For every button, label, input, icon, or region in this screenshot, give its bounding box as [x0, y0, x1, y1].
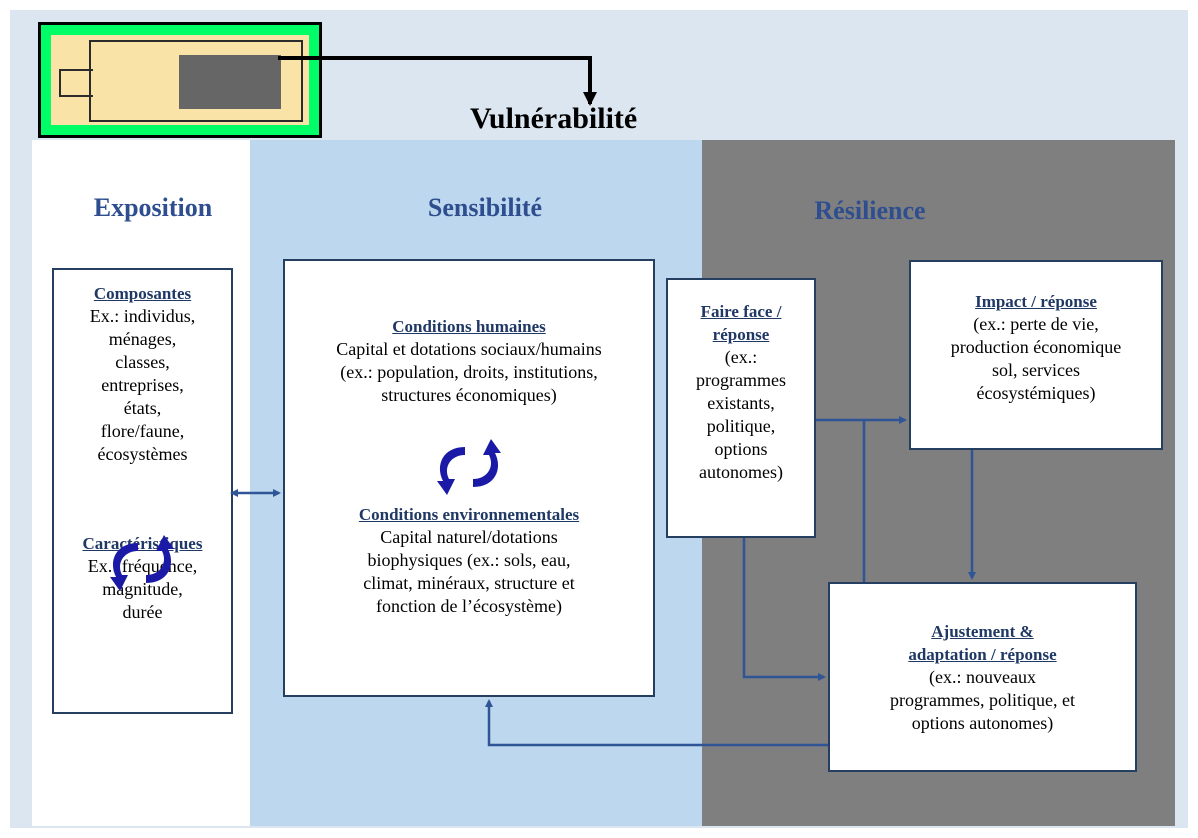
impact-line: production économique: [950, 337, 1122, 357]
ajustement-heading: adaptation / réponse: [908, 645, 1057, 664]
title-pointer-arrow: [278, 56, 597, 106]
thumbnail-core: [179, 55, 281, 109]
ajustement-line: (ex.: nouveaux: [929, 667, 1036, 687]
cycle-icon: [110, 535, 174, 591]
faire-face-line: programmes: [696, 370, 786, 390]
exposition-line: classes,: [115, 352, 170, 372]
exposition-line: durée: [122, 602, 163, 622]
faire-face-line: existants,: [707, 393, 775, 413]
sensibilite-line: climat, minéraux, structure et: [363, 573, 575, 593]
sensibilite-line: (ex.: population, droits, institutions,: [340, 362, 598, 382]
exposition-line: écosystèmes: [97, 444, 188, 464]
faire-face-line: politique,: [706, 416, 776, 436]
impact-line: sol, services: [992, 360, 1080, 380]
ajustement-line: options autonomes): [911, 713, 1054, 733]
sensibilite-box: Conditions humaines Capital et dotations…: [283, 259, 655, 697]
faire-face-line: autonomes): [699, 462, 783, 482]
sensibilite-line: structures économiques): [381, 385, 557, 405]
sensibilite-line: fonction de l’écosystème): [376, 596, 562, 616]
impact-line: écosystémiques): [976, 383, 1096, 403]
sensibilite-line: Capital et dotations sociaux/humains: [336, 339, 602, 359]
conditions-humaines-heading: Conditions humaines: [392, 317, 546, 336]
ajustement-line: programmes, politique, et: [890, 690, 1075, 710]
ajustement-heading: Ajustement &: [931, 622, 1034, 641]
conditions-environnementales-heading: Conditions environnementales: [358, 505, 580, 524]
faire-face-line: (ex.:: [724, 347, 758, 367]
resilience-heading: Résilience: [814, 196, 926, 225]
exposition-line: entreprises,: [101, 375, 184, 395]
impact-box: Impact / réponse (ex.: perte de vie, pro…: [909, 260, 1163, 450]
faire-face-ajustement-arrow: [742, 538, 826, 681]
faire-face-heading: Faire face /: [700, 302, 782, 321]
exposition-line: Ex.: individus,: [89, 306, 196, 326]
ajustement-box: Ajustement & adaptation / réponse (ex.: …: [828, 582, 1137, 772]
faire-face-heading: réponse: [712, 325, 770, 344]
impact-heading: Impact / réponse: [975, 292, 1097, 311]
sensibilite-line: Capital naturel/dotations: [380, 527, 558, 547]
exposition-line: ménages,: [108, 329, 177, 349]
sensibilite-line: biophysiques (ex.: sols, eau,: [367, 550, 571, 570]
exposition-line: états,: [123, 398, 162, 418]
thumbnail-outline: [89, 40, 303, 122]
faire-face-box: Faire face / réponse (ex.: programmes ex…: [666, 278, 816, 538]
cycle-icon: [437, 439, 501, 495]
composantes-heading: Composantes: [93, 284, 192, 303]
thumbnail-legend: [38, 22, 322, 138]
impact-line: (ex.: perte de vie,: [973, 314, 1099, 334]
diagram-title: Vulnérabilité: [470, 102, 638, 135]
exposition-heading: Exposition: [93, 193, 213, 222]
exposition-line: flore/faune,: [100, 421, 185, 441]
ajustement-sensibilite-arrow: [485, 699, 828, 747]
faire-face-line: options: [714, 439, 768, 459]
sensibilite-heading: Sensibilité: [427, 193, 543, 222]
thumbnail-stem: [59, 69, 93, 97]
